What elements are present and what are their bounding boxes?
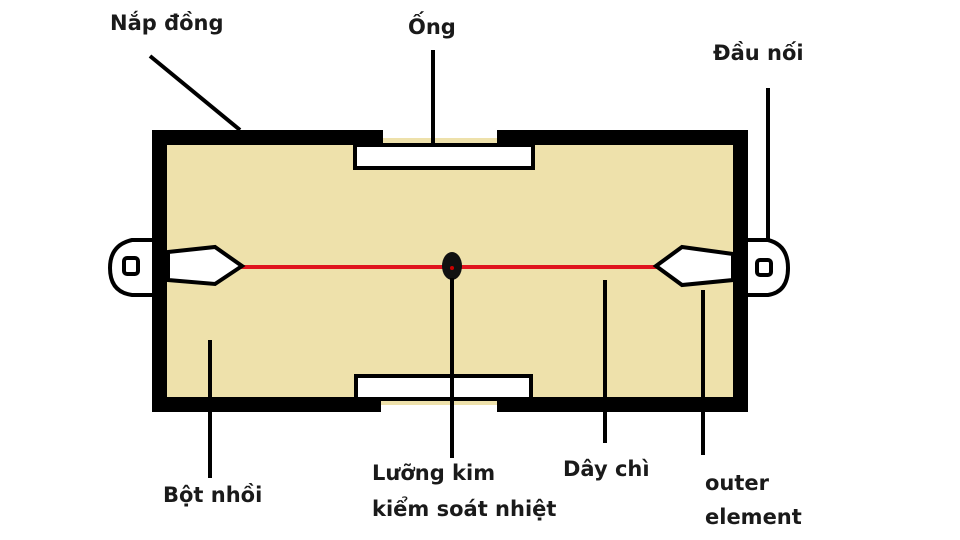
leader-cap <box>148 54 242 132</box>
label-filler: Bột nhồi <box>163 483 263 507</box>
copper-cap-outline <box>152 130 748 412</box>
label-bimetal-1: Lưỡng kim <box>372 461 496 485</box>
label-terminal: Đầu nối <box>713 41 804 65</box>
label-tube: Ống <box>408 15 456 39</box>
label-outer-1: outer <box>705 471 770 495</box>
label-bimetal-2: kiểm soát nhiệt <box>372 497 557 521</box>
bottom-tube <box>354 374 533 401</box>
top-tube <box>353 143 535 170</box>
bimetal-center-dot <box>450 266 454 270</box>
right-electrode <box>652 244 735 288</box>
left-electrode <box>166 244 246 287</box>
right-terminal-hole <box>755 258 773 277</box>
label-fuse-wire: Dây chì <box>563 457 650 481</box>
left-terminal-hole <box>122 256 140 276</box>
label-outer-2: element <box>705 505 802 529</box>
leader-lines <box>148 50 770 478</box>
label-cap: Nắp đồng <box>110 11 224 35</box>
